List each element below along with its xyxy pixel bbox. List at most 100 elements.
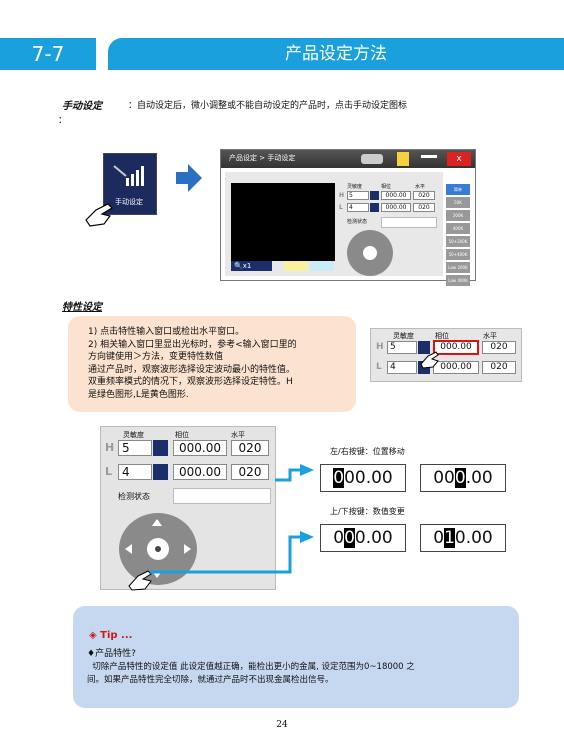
ud-value-after: 010.00 xyxy=(420,524,506,552)
magnifier-icon: 🔍 xyxy=(234,262,243,270)
hand-pointer-icon xyxy=(128,570,152,591)
big-l-sensitivity[interactable]: 4 xyxy=(118,464,152,480)
tip-line-2: 间。如果产品特性完全切除，就通过产品时不出现金属检出信号。 xyxy=(87,675,334,685)
h-dropdown-button[interactable] xyxy=(370,191,379,200)
manual-colon: ： xyxy=(58,116,68,126)
pen-icon[interactable] xyxy=(361,154,383,164)
ud-value-before: 000.00 xyxy=(320,524,406,552)
small-l-phase[interactable]: 000.00 xyxy=(433,361,479,374)
manual-icon-label: 手动设定 xyxy=(115,198,143,206)
mode-button-6[interactable]: Low 200K xyxy=(446,262,470,273)
mode-button-0[interactable]: 简单 xyxy=(446,184,470,195)
screen-titlebar xyxy=(221,150,475,168)
feature-line-3: 方向键使用＞方法，变更特性数值 xyxy=(88,352,224,362)
zoom-value: x1 xyxy=(242,262,252,270)
manual-setting-screen: 产品设定 > 手动设定 x 🔍x1 灵敏度 相位 水平 H 5 000.00 0… xyxy=(220,149,476,286)
folder-icon[interactable] xyxy=(397,152,409,166)
lr-a-digit: 0 xyxy=(344,468,355,488)
close-button[interactable]: x xyxy=(447,152,471,166)
feature-line-1: 1) 点击特性输入窗口或检出水平窗口。 xyxy=(88,327,245,337)
lr-key-label: 左/右按键：位置移动 xyxy=(330,447,405,456)
mode-button-5[interactable]: 50+400K xyxy=(446,249,470,260)
mode-buttons: 简单 50K 200K 400K 50+200K 50+400K Low 200… xyxy=(446,184,472,288)
l-level-input[interactable]: 020 xyxy=(413,203,435,212)
big-col-sensitivity: 灵敏度 xyxy=(123,431,144,439)
lr-a-pre: 0 xyxy=(333,468,345,488)
mode-button-3[interactable]: 400K xyxy=(446,223,470,234)
mode-button-1[interactable]: 50K xyxy=(446,197,470,208)
l-sensitivity-input[interactable]: 4 xyxy=(347,203,369,212)
lr-value-after: 000.00 xyxy=(420,464,506,492)
small-row-h: H xyxy=(376,342,384,352)
h-level-input[interactable]: 020 xyxy=(413,191,435,200)
mode-button-2[interactable]: 200K xyxy=(446,210,470,221)
feature-line-4: 通过产品时，观察波形选择设定波动最小的特性值。 xyxy=(88,364,296,375)
back-icon[interactable] xyxy=(421,155,437,163)
dpad-left-icon[interactable] xyxy=(125,544,132,554)
big-h-sensitivity[interactable]: 5 xyxy=(118,440,152,456)
tip-question: ♦产品特性? xyxy=(87,649,136,659)
lr-b-digit: 0 xyxy=(454,468,466,488)
h-sensitivity-input[interactable]: 5 xyxy=(347,191,369,200)
h-signal-swatch xyxy=(310,261,334,271)
mode-button-7[interactable]: Low 400K xyxy=(446,275,470,286)
big-col-phase: 相位 xyxy=(175,431,189,439)
big-l-level[interactable]: 020 xyxy=(231,464,269,480)
detect-state-label: 检测状态 xyxy=(347,219,368,225)
hand-pointer-icon xyxy=(420,351,439,369)
tip-box: ◈ Tip ... ♦产品特性? 切除产品特性的设定值 此设定值越正确，能检出更… xyxy=(73,606,519,708)
small-param-panel: 灵敏度 相位 水平 H 5 000.00 020 L 4 000.00 020 xyxy=(370,328,522,382)
small-col-sensitivity: 灵敏度 xyxy=(393,332,414,340)
small-col-level: 水平 xyxy=(483,332,497,340)
big-detect-state-field xyxy=(173,488,271,504)
tip-line-1: 切除产品特性的设定值 此设定值越正确，能检出更小的金属, 设定范围为0~1800… xyxy=(87,662,415,672)
col-level: 水平 xyxy=(415,184,426,190)
h-phase-input[interactable]: 000.00 xyxy=(381,191,411,200)
big-h-phase[interactable]: 000.00 xyxy=(173,440,227,456)
dpad-center-button[interactable] xyxy=(363,246,377,260)
big-h-dropdown[interactable] xyxy=(153,440,168,456)
signal-bars-icon xyxy=(113,165,144,186)
small-h-phase-selected[interactable]: 000.00 xyxy=(433,340,479,355)
dpad-center-button[interactable] xyxy=(147,538,169,560)
lr-value-before: 000.00 xyxy=(320,464,406,492)
big-l-phase[interactable]: 000.00 xyxy=(173,464,227,480)
manual-text: ：自动设定后，微小调整或不能自动设定的产品时，点击手动设定图标 xyxy=(128,101,408,111)
small-l-sensitivity[interactable]: 4 xyxy=(387,361,417,374)
arrow-right-icon xyxy=(176,164,202,192)
l-phase-input[interactable]: 000.00 xyxy=(381,203,411,212)
small-h-sensitivity[interactable]: 5 xyxy=(387,341,417,354)
small-h-level[interactable]: 020 xyxy=(482,341,516,354)
direction-pad[interactable] xyxy=(347,230,393,276)
ud-a-post: 0.00 xyxy=(354,528,393,548)
page-number: 24 xyxy=(276,720,288,730)
screen-title: 产品设定 > 手动设定 xyxy=(229,154,296,162)
dpad-up-icon[interactable] xyxy=(152,519,162,526)
big-detect-state-label: 检测状态 xyxy=(118,492,150,501)
mode-button-4[interactable]: 50+200K xyxy=(446,236,470,247)
small-row-l: L xyxy=(376,362,382,372)
dpad-down-icon[interactable] xyxy=(152,571,162,578)
big-param-panel: 灵敏度 相位 水平 H 5 000.00 020 L 4 000.00 020 … xyxy=(100,426,276,590)
ud-a-digit: 0 xyxy=(344,528,355,548)
ud-b-post: 0.00 xyxy=(454,528,493,548)
big-l-dropdown[interactable] xyxy=(153,464,168,480)
dpad-right-icon[interactable] xyxy=(184,544,191,554)
row-h-label: H xyxy=(339,192,345,199)
big-row-h: H xyxy=(105,441,115,454)
feature-line-5: 双重频率模式的情况下，观察波形选择设定特性。H xyxy=(88,377,293,387)
feature-line-6: 是绿色图形,L是黄色图形. xyxy=(88,389,189,400)
col-sensitivity: 灵敏度 xyxy=(347,184,363,190)
big-h-level[interactable]: 020 xyxy=(231,440,269,456)
small-h-dropdown[interactable] xyxy=(418,341,430,354)
big-col-level: 水平 xyxy=(231,431,245,439)
ud-key-label: 上/下按键：数值变更 xyxy=(330,507,405,516)
manual-setting-icon[interactable] xyxy=(103,153,157,215)
lr-b-post: .00 xyxy=(465,468,493,488)
big-row-l: L xyxy=(105,465,113,478)
ud-b-pre: 0 xyxy=(433,528,445,548)
small-l-level[interactable]: 020 xyxy=(482,361,516,374)
l-dropdown-button[interactable] xyxy=(370,203,379,212)
zoom-button[interactable]: 🔍x1 xyxy=(231,261,272,271)
row-l-label: L xyxy=(339,204,343,211)
